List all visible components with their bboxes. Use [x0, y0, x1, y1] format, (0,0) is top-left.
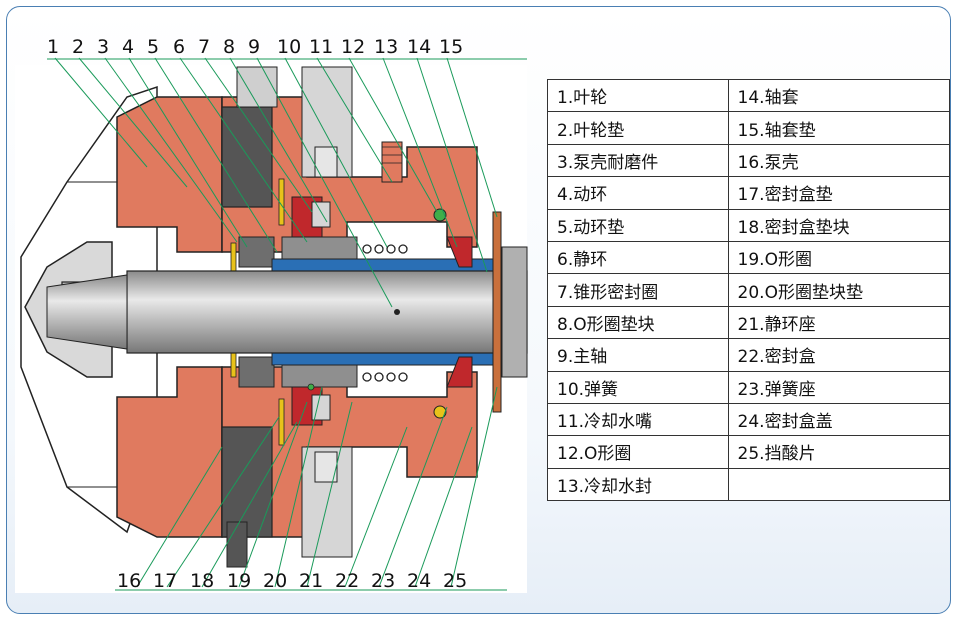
legend-cell: 22.密封盒 — [727, 338, 950, 372]
callout-number-9: 9 — [248, 36, 260, 58]
callout-number-13: 13 — [374, 36, 398, 58]
legend-cell: 5.动环垫 — [547, 208, 729, 242]
legend-cell: 12.O形圈 — [547, 435, 729, 469]
callout-number-15: 15 — [439, 36, 463, 58]
legend-cell: 16.泵壳 — [727, 143, 950, 178]
legend-cell: 6.静环 — [547, 240, 729, 275]
shaft-nut — [501, 246, 528, 378]
callout-number-14: 14 — [407, 36, 431, 58]
legend-cell: 15.轴套垫 — [727, 111, 950, 145]
legend-cell: 10.弹簧 — [547, 370, 729, 404]
legend-cell: 18.密封盒垫块 — [727, 208, 950, 242]
flange-lower — [226, 521, 248, 568]
callout-number-6: 6 — [173, 36, 185, 58]
seal-box-gasket-lower — [278, 398, 285, 446]
flange-upper — [236, 66, 278, 108]
oring-lower — [433, 405, 447, 419]
legend-row: 13.冷却水封 — [547, 467, 950, 502]
shaft-tip — [46, 274, 128, 350]
callout-number-22: 22 — [335, 570, 359, 592]
legend-cell: 9.主轴 — [547, 338, 729, 372]
callout-number-4: 4 — [122, 36, 134, 58]
callout-number-10: 10 — [277, 36, 301, 58]
cooling-nozzle — [381, 141, 403, 183]
seal-box-cover-lower — [446, 356, 473, 388]
callout-number-5: 5 — [147, 36, 159, 58]
bolt-head-upper — [314, 146, 338, 178]
callout-number-21: 21 — [299, 570, 323, 592]
callout-number-12: 12 — [341, 36, 365, 58]
oring-small — [307, 383, 315, 391]
callout-number-1: 1 — [47, 36, 59, 58]
static-ring-holder-upper — [281, 236, 358, 260]
spring-upper — [362, 244, 408, 254]
callout-number-8: 8 — [223, 36, 235, 58]
bolt-head-lower — [314, 451, 338, 483]
legend-cell: 21.静环座 — [727, 305, 950, 340]
legend-cell: 11.冷却水嘴 — [547, 402, 729, 437]
wear-part-lower — [221, 426, 273, 538]
rotating-ring-lower — [238, 356, 275, 388]
callout-number-17: 17 — [153, 570, 177, 592]
legend-cell: 4.动环 — [547, 176, 729, 210]
callout-number-16: 16 — [117, 570, 141, 592]
impeller-upper — [116, 96, 223, 253]
callout-number-19: 19 — [227, 570, 251, 592]
static-ring-holder-lower — [281, 364, 358, 388]
top-leaders — [54, 57, 498, 308]
legend-cell: 8.O形圈垫块 — [547, 305, 729, 340]
shaft-center-dot — [394, 309, 400, 315]
callout-number-24: 24 — [407, 570, 431, 592]
impeller-gasket-upper — [230, 242, 237, 274]
oring-pad-lower — [311, 394, 331, 421]
nozzle-threads — [382, 146, 402, 164]
legend-cell: 13.冷却水封 — [547, 467, 729, 502]
legend-cell: 20.O形圈垫块垫 — [727, 273, 950, 307]
legend-cell: 14.轴套 — [727, 78, 950, 113]
rotating-ring-upper — [238, 236, 275, 268]
callout-number-11: 11 — [309, 36, 333, 58]
wear-part-upper — [221, 106, 273, 208]
legend-cell: 3.泵壳耐磨件 — [547, 143, 729, 178]
seal-box-cover-upper — [446, 236, 473, 268]
callout-number-18: 18 — [190, 570, 214, 592]
legend-cell: 25.挡酸片 — [727, 435, 950, 469]
legend-cell: 19.O形圈 — [727, 240, 950, 275]
legend-cell: 1.叶轮 — [547, 78, 729, 113]
legend-cell — [727, 467, 950, 502]
legend-cell: 24.密封盒盖 — [727, 402, 950, 437]
callout-number-2: 2 — [72, 36, 84, 58]
callout-number-3: 3 — [97, 36, 109, 58]
callout-number-25: 25 — [443, 570, 467, 592]
callout-number-23: 23 — [371, 570, 395, 592]
acid-shield — [492, 211, 502, 413]
legend-cell: 7.锥形密封圈 — [547, 273, 729, 307]
legend-cell: 23.弹簧座 — [727, 370, 950, 404]
legend-cell: 17.密封盒垫 — [727, 176, 950, 210]
main-shaft — [126, 270, 528, 354]
bottom-callout-numbers: 16 17 18 19 20 21 22 23 24 25 — [117, 570, 467, 592]
callout-number-7: 7 — [198, 36, 210, 58]
callout-number-20: 20 — [263, 570, 287, 592]
legend-cell: 2.叶轮垫 — [547, 111, 729, 145]
oring-pad-upper — [311, 201, 331, 228]
spring-lower — [362, 372, 408, 382]
bottom-leaders — [136, 386, 498, 588]
